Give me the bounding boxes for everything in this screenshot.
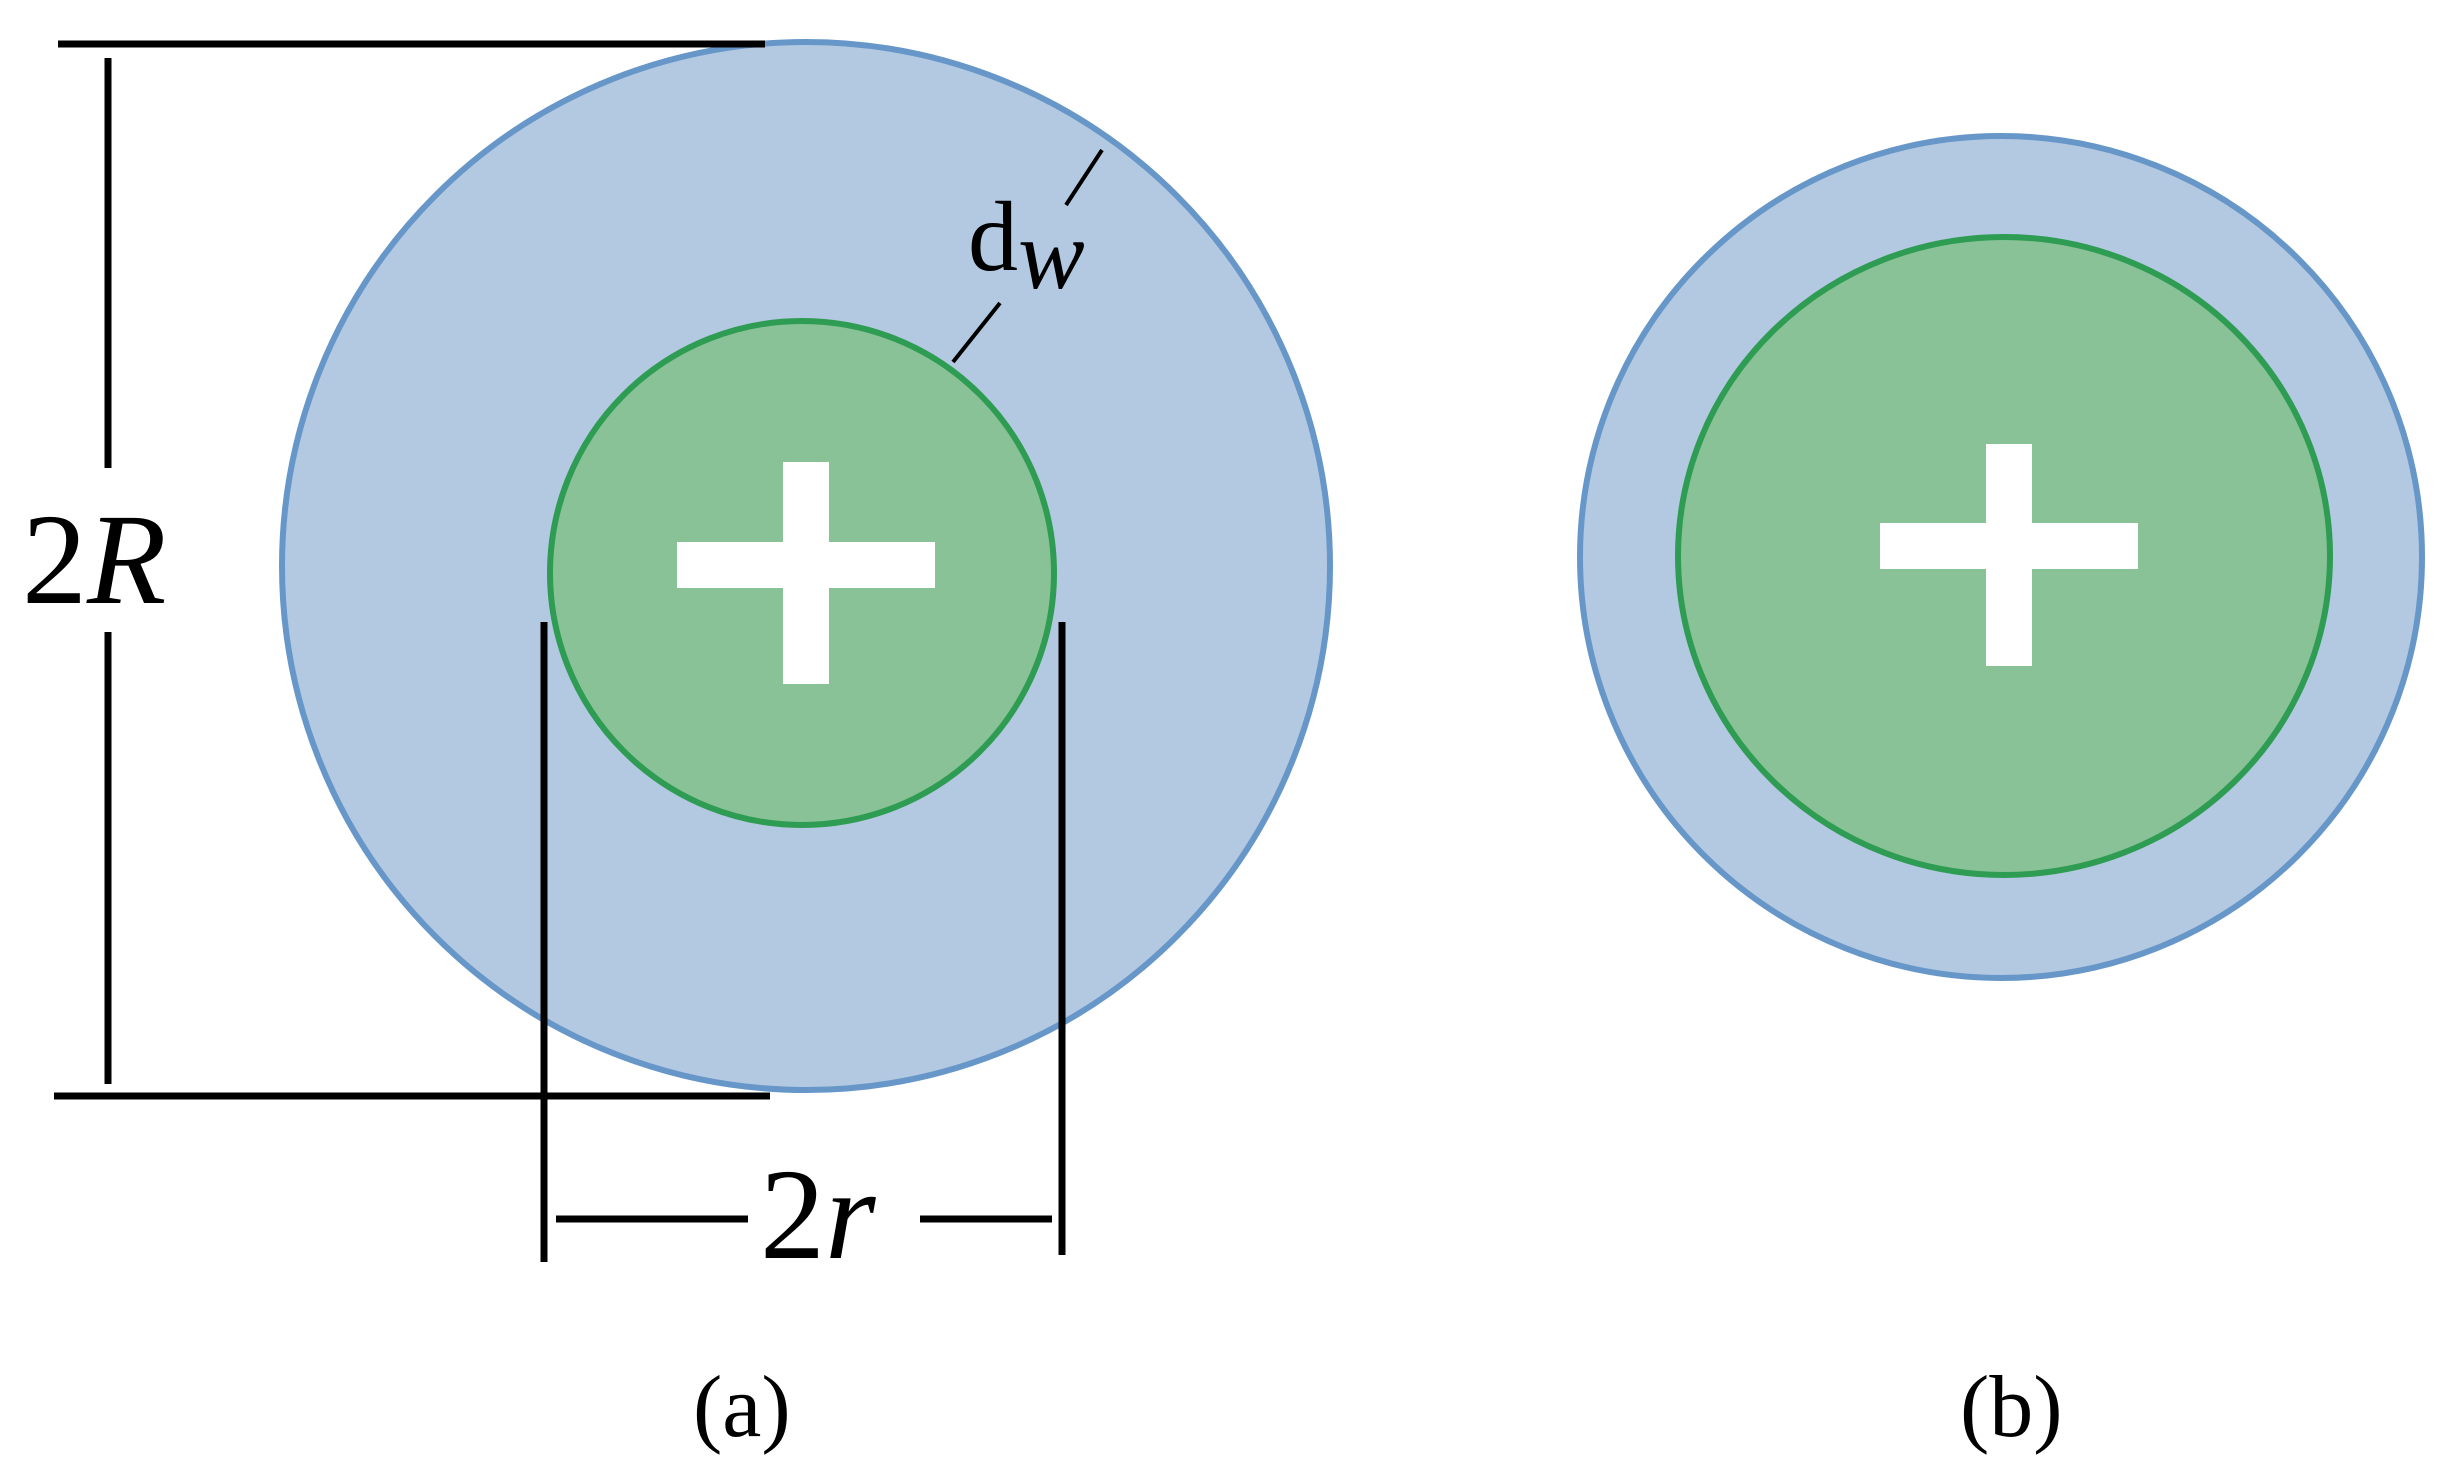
wall-thickness-dimension <box>951 148 1104 364</box>
panel-a: 2R 2r dw (a) <box>22 39 1333 1456</box>
panel-b: (b) <box>1577 133 2425 1456</box>
outer-diameter-dimension <box>54 40 770 1100</box>
plus-icon <box>1880 444 2138 666</box>
outer-diameter-label: 2R <box>22 488 166 632</box>
inner-diameter-dimension <box>540 622 1066 1262</box>
plus-icon <box>677 462 935 684</box>
panel-a-caption: (a) <box>693 1359 791 1456</box>
inner-diameter-label: 2r <box>760 1143 876 1287</box>
wall-thickness-label: dw <box>968 181 1085 310</box>
panel-b-caption: (b) <box>1960 1359 2063 1456</box>
